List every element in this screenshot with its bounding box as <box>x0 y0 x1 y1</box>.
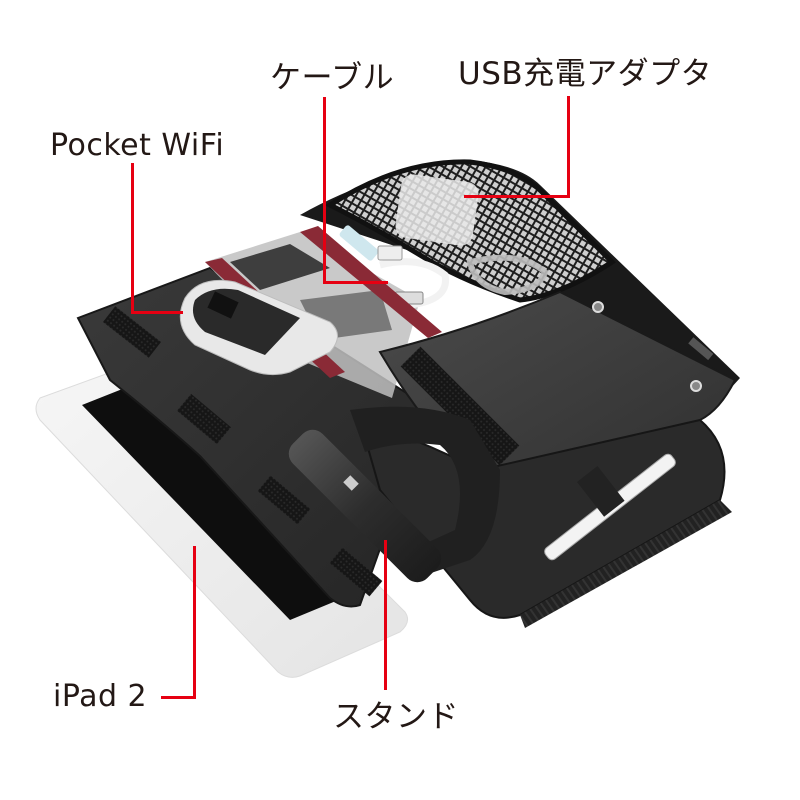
velcro-strip <box>400 346 520 466</box>
callout-stand: スタンド <box>333 699 459 735</box>
velcro-strip <box>329 547 383 597</box>
leader-line-cable <box>323 281 388 284</box>
velcro-strip <box>177 393 231 445</box>
callout-ipad2: iPad 2 <box>53 679 148 714</box>
leader-line-usb-adapter <box>567 96 570 198</box>
stand-device <box>288 406 500 583</box>
callout-pocket-wifi: Pocket WiFi <box>50 128 225 163</box>
leader-line-usb-adapter <box>464 195 570 198</box>
grommet <box>690 380 702 392</box>
pen <box>544 453 676 561</box>
ipad2-device <box>35 357 409 678</box>
leader-line-cable <box>323 97 326 283</box>
leader-line-pocket-wifi <box>131 163 134 313</box>
velcro-strip <box>102 306 162 358</box>
pocket-wifi-device <box>179 279 338 376</box>
velcro-strip <box>257 475 311 525</box>
leader-line-ipad2 <box>161 696 196 699</box>
callout-usb-adapter: USB充電アダプタ <box>458 56 713 92</box>
usb-charging-adapter <box>395 174 479 246</box>
grommet <box>592 301 604 313</box>
leader-line-stand <box>384 540 387 690</box>
leader-line-pocket-wifi <box>131 311 183 314</box>
zipper-tab <box>688 337 714 361</box>
callout-cable: ケーブル <box>270 60 395 96</box>
leader-line-ipad2 <box>193 546 196 699</box>
